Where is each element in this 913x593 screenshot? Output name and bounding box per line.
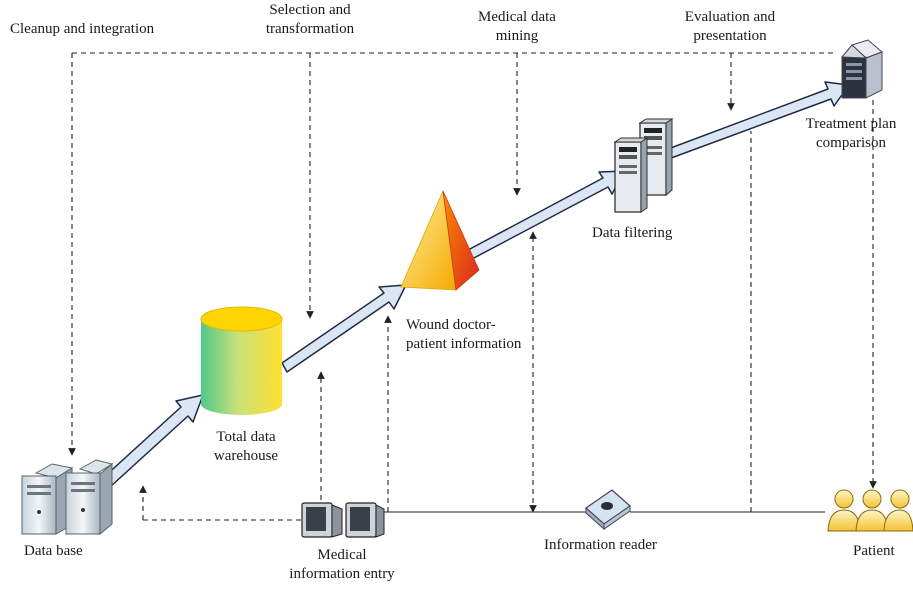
pyramid-icon <box>400 189 480 291</box>
node-label-entry: Medical information entry <box>289 547 395 582</box>
flow-arrow-1 <box>102 394 204 488</box>
flow-arrows <box>102 81 850 488</box>
node-label-warehouse: Total data warehouse <box>213 429 279 464</box>
treatment-server-icon <box>840 39 883 99</box>
node-label-reader: Information reader <box>544 537 657 553</box>
entry-terminal-icon <box>301 502 385 538</box>
stage-label-cleanup: Cleanup and integration <box>10 21 155 37</box>
dashed-feedback-lines <box>68 52 877 521</box>
node-label-database: Data base <box>24 543 83 559</box>
patient-group-icon <box>827 489 913 532</box>
stage-label-evaluation: Evaluation and presentation <box>684 9 776 44</box>
database-server-icon <box>21 459 114 536</box>
warehouse-cylinder-icon <box>200 306 283 415</box>
node-label-patient: Patient <box>853 543 895 559</box>
node-label-filtering: Data filtering <box>592 225 673 241</box>
stage-label-mining: Medical data mining <box>478 9 556 44</box>
node-label-wound: Wound doctor- patient information <box>406 317 522 352</box>
filtering-server-icon <box>613 118 674 213</box>
flow-arrow-2 <box>281 284 407 373</box>
stage-label-selection: Selection and transformation <box>265 2 355 37</box>
reader-device-icon <box>585 489 631 531</box>
flow-arrow-3 <box>467 170 626 260</box>
node-label-treatment: Treatment plan comparison <box>805 116 897 151</box>
